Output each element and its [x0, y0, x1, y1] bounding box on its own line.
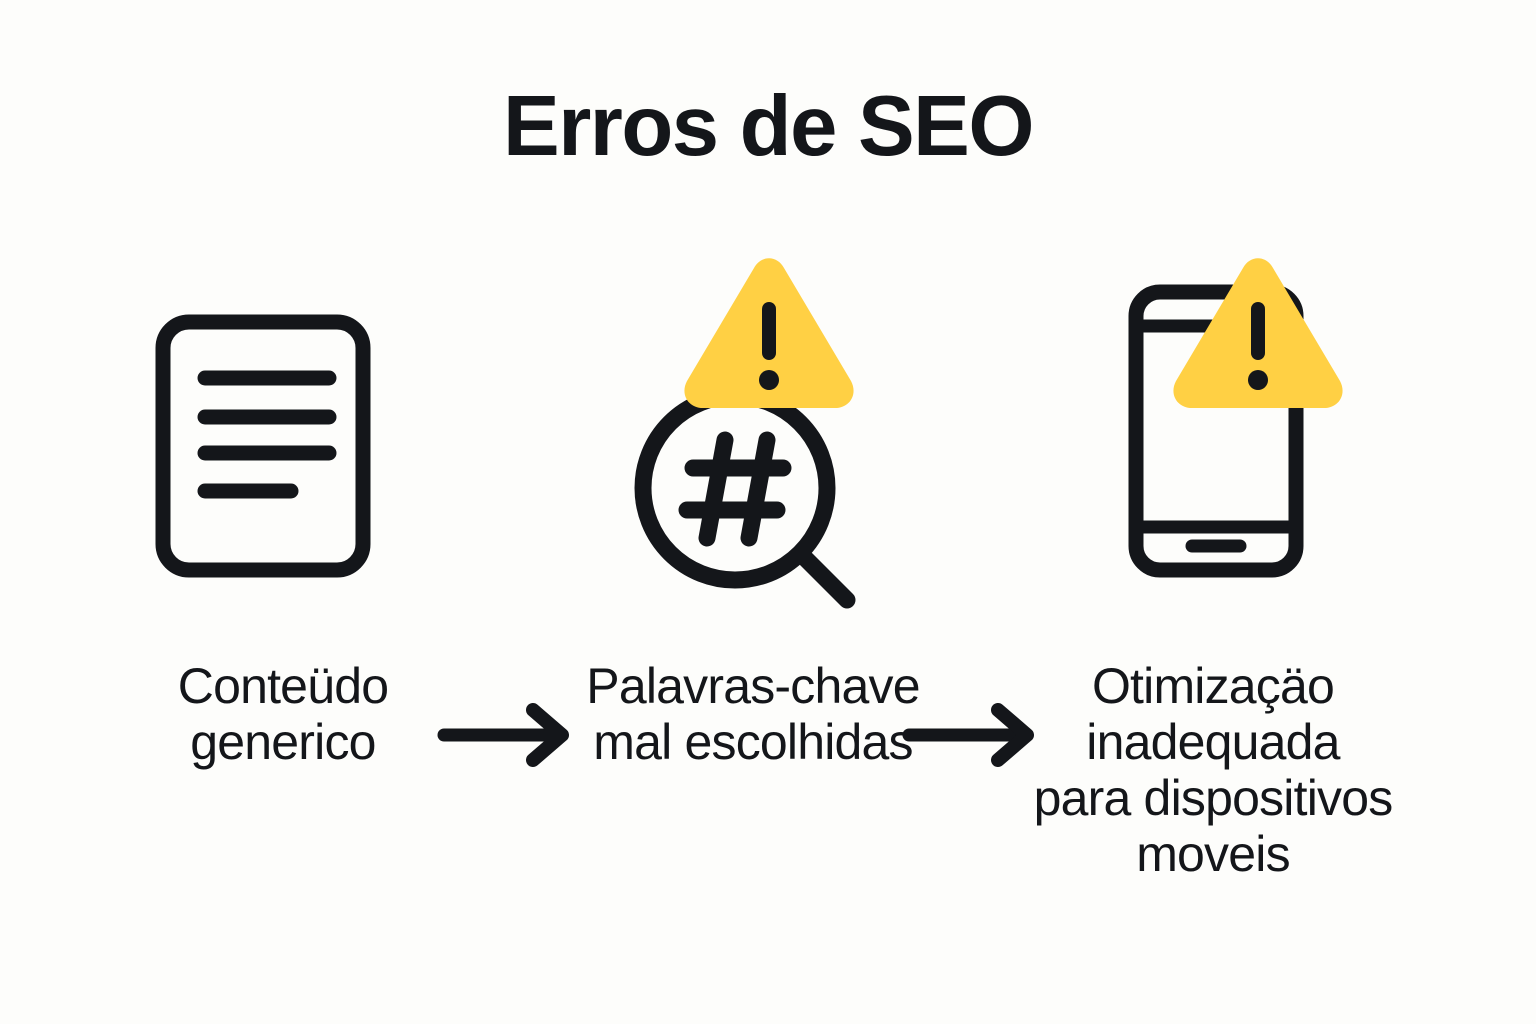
hashtag-magnifier-icon-box [603, 250, 903, 630]
page-title: Erros de SEO [503, 79, 1034, 174]
step-conteudo-generico: Conteüdo generico [48, 250, 518, 770]
mobile-phone-icon [1128, 258, 1343, 578]
step-label-palavras-chave: Palavras-chave mal escolhidas [586, 658, 920, 770]
warning-triangle-icon [684, 258, 854, 408]
warning-triangle-icon [1173, 258, 1343, 408]
connector-arrow-1 [437, 703, 583, 767]
hashtag-magnifier-icon [634, 258, 856, 609]
document-icon-box [133, 250, 433, 630]
step-label-otimizacao-mobile: Otimizaçäo inadequada para dispositivos … [1033, 658, 1394, 882]
steps-row: Conteüdo generico [0, 250, 1536, 950]
mobile-phone-icon-box [1063, 250, 1363, 630]
step-palavras-chave: Palavras-chave mal escolhidas [518, 250, 988, 770]
step-otimizacao-mobile: Otimizaçäo inadequada para dispositivos … [978, 250, 1448, 882]
arrow-right-icon [437, 703, 569, 767]
document-icon [155, 314, 371, 578]
connector-arrow-2 [902, 703, 1048, 767]
step-label-conteudo-generico: Conteüdo generico [177, 658, 389, 770]
arrow-right-icon [902, 703, 1034, 767]
